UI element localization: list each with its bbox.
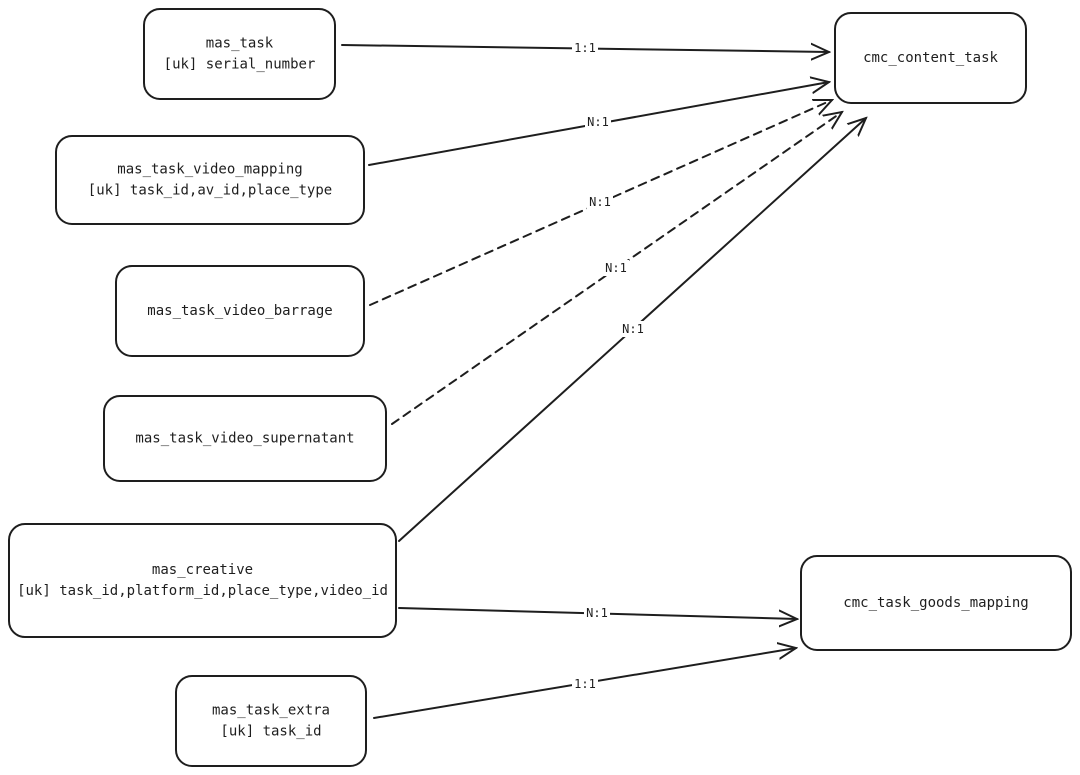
entity-name: mas_task_video_supernatant — [135, 431, 354, 447]
entity-box-mas-task-video-supernatant: mas_task_video_supernatant — [103, 395, 387, 482]
relation-cardinality-label: N:1 — [605, 261, 627, 275]
entity-name: cmc_task_goods_mapping — [843, 595, 1028, 611]
entity-box-mas-task-video-mapping: mas_task_video_mapping [uk] task_id,av_id… — [55, 135, 365, 225]
entity-box-outline — [175, 675, 367, 767]
entity-box-mas-task: mas_task [uk] serial_number — [143, 8, 336, 100]
entity-unique-key: [uk] serial_number — [164, 57, 316, 73]
entity-box-outline — [115, 265, 365, 357]
entity-box-outline — [8, 523, 397, 638]
relation-label-background — [572, 40, 598, 56]
entities-layer: mas_task [uk] serial_number mas_task_video… — [8, 8, 1072, 767]
entity-box-outline — [103, 395, 387, 482]
entity-box-mas-task-video-barrage: mas_task_video_barrage — [115, 265, 365, 357]
relation-cardinality-label: N:1 — [586, 606, 608, 620]
entity-name: cmc_content_task — [863, 50, 998, 66]
entity-name: mas_task — [206, 36, 274, 52]
entity-box-outline — [834, 12, 1027, 104]
entity-box-outline — [55, 135, 365, 225]
entity-name: mas_task_video_mapping — [117, 162, 302, 178]
entity-box-outline — [143, 8, 336, 100]
relation-cardinality-label: N:1 — [589, 195, 611, 209]
relation-cardinality-label: N:1 — [622, 322, 644, 336]
relation-label-background — [620, 321, 646, 337]
relation-label-background — [584, 605, 610, 621]
entity-name: mas_task_extra — [212, 703, 330, 719]
relation-cardinality-label: 1:1 — [574, 41, 596, 55]
relation-labels-layer: 1:1N:1N:1N:1N:1N:11:1 — [572, 40, 646, 692]
relation-label-background — [587, 194, 613, 210]
relation-label-background — [572, 676, 598, 692]
entity-name: mas_creative — [152, 562, 253, 578]
entity-box-cmc-content-task: cmc_content_task — [834, 12, 1027, 104]
relation-label-background — [585, 114, 611, 130]
relation-cardinality-label: N:1 — [587, 115, 609, 129]
entity-name: mas_task_video_barrage — [147, 303, 332, 319]
relation-cardinality-label: 1:1 — [574, 677, 596, 691]
entity-unique-key: [uk] task_id,av_id,place_type — [88, 183, 332, 199]
entity-box-outline — [800, 555, 1072, 651]
entity-box-mas-creative: mas_creative [uk] task_id,platform_id,pla… — [8, 523, 397, 638]
entity-box-cmc-task-goods-mapping: cmc_task_goods_mapping — [800, 555, 1072, 651]
entity-unique-key: [uk] task_id — [220, 724, 321, 740]
entity-unique-key: [uk] task_id,platform_id,place_type,vide… — [17, 583, 388, 599]
entity-box-mas-task-extra: mas_task_extra [uk] task_id — [175, 675, 367, 767]
relation-label-background — [603, 260, 629, 276]
